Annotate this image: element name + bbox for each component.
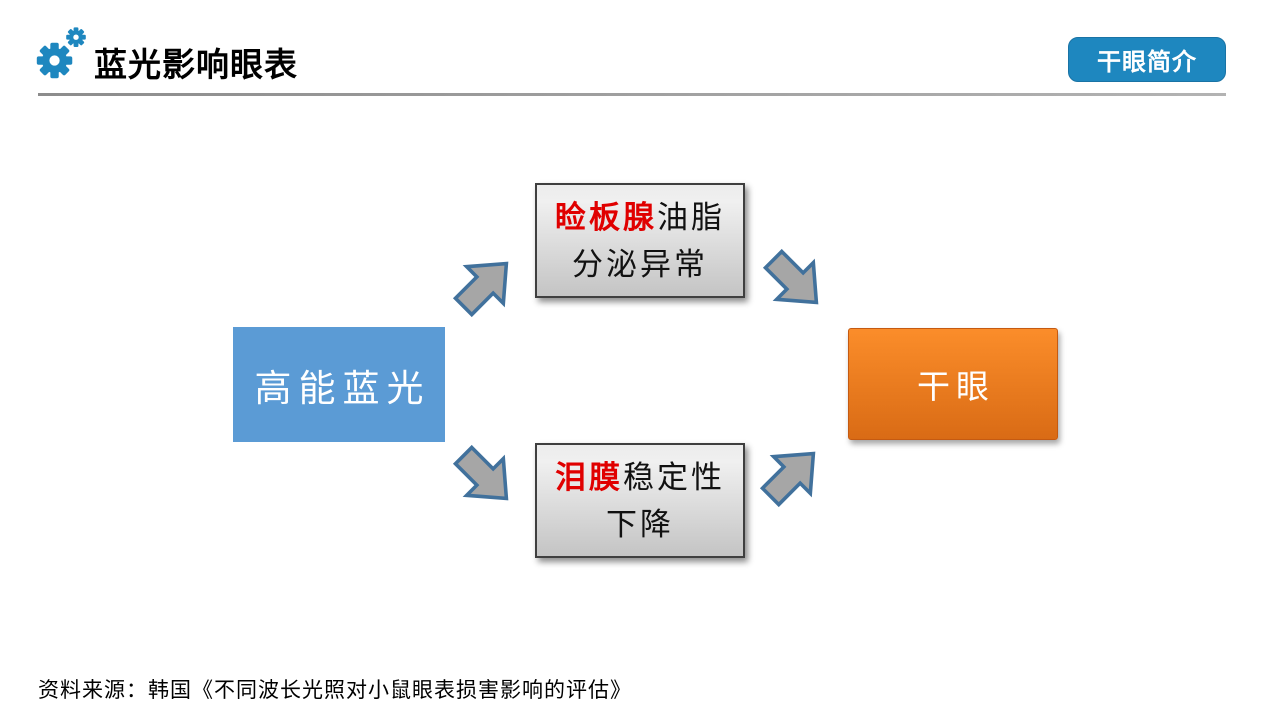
cause-box-tear-film: 泪膜稳定性 下降 bbox=[535, 443, 745, 558]
plain-text: 稳定性 bbox=[623, 459, 725, 495]
arrow-down-right-icon bbox=[434, 426, 536, 528]
highlight-text: 睑板腺 bbox=[555, 199, 657, 235]
cause-box-tear-film-line1: 泪膜稳定性 bbox=[555, 454, 725, 501]
source-citation: 资料来源：韩国《不同波长光照对小鼠眼表损害影响的评估》 bbox=[38, 678, 632, 702]
page-title: 蓝光影响眼表 bbox=[94, 46, 298, 83]
arrow-down-right-icon bbox=[744, 230, 846, 332]
result-box-dry-eye: 干眼 bbox=[848, 328, 1058, 440]
highlight-text: 泪膜 bbox=[555, 459, 623, 495]
gears-icon bbox=[34, 26, 90, 82]
arrow-up-right-icon bbox=[434, 234, 536, 336]
gears-icon-svg bbox=[36, 27, 86, 79]
cause-box-tear-film-line2: 下降 bbox=[606, 506, 674, 542]
cause-box-meibomian-line1: 睑板腺油脂 bbox=[555, 194, 725, 241]
source-box-blue-light: 高能蓝光 bbox=[233, 327, 445, 442]
header-divider bbox=[38, 93, 1226, 96]
cause-box-meibomian: 睑板腺油脂 分泌异常 bbox=[535, 183, 745, 298]
arrow-up-right-icon bbox=[741, 424, 843, 526]
plain-text: 油脂 bbox=[657, 199, 725, 235]
cause-box-meibomian-line2: 分泌异常 bbox=[572, 246, 708, 282]
nav-badge-dry-eye-intro[interactable]: 干眼简介 bbox=[1068, 37, 1226, 82]
